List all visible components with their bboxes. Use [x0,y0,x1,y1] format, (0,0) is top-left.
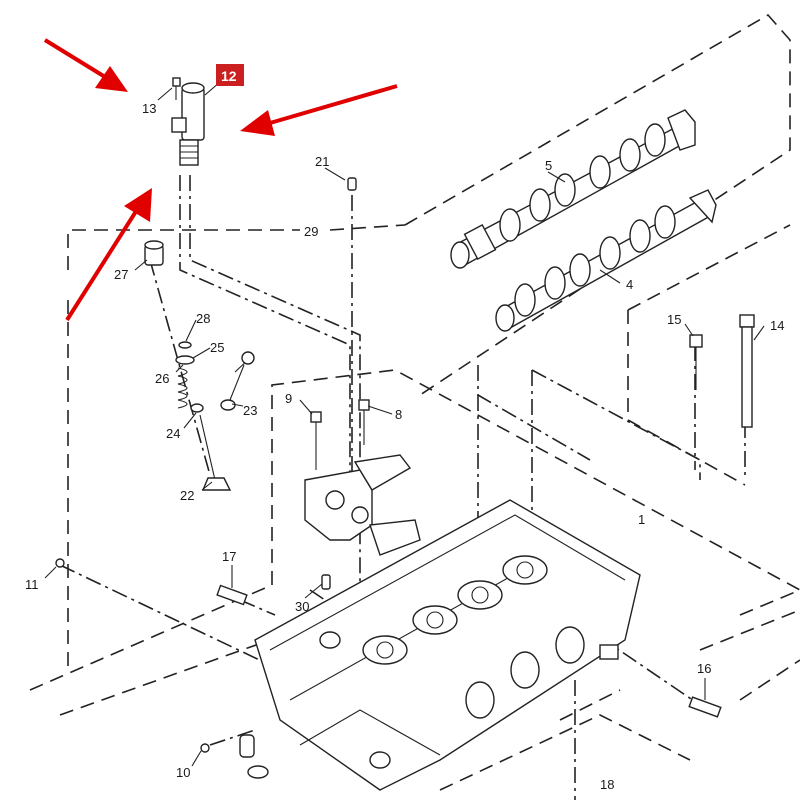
callout-28: 28 [196,311,210,326]
bracket [304,454,421,556]
callout-18: 18 [600,777,614,792]
valve-lifter-27 [144,240,164,266]
tube-seals [239,734,269,779]
callout-12: 12 [221,68,237,84]
callout-17: 17 [222,549,236,564]
callout-10: 10 [176,765,190,780]
bolt-9 [310,411,322,470]
camshaft-5 [450,109,696,269]
red-arrows [43,38,398,322]
callout-13: 13 [142,101,156,116]
outline-gasket-18 [439,689,691,791]
callout-11: 11 [25,577,39,592]
highlight-badge-12 [216,64,244,86]
keeper-28 [178,341,192,349]
callout-9: 9 [285,391,292,406]
bolt-8 [358,399,370,445]
callout-15: 15 [667,312,681,327]
valve-spring-25 [177,367,188,409]
callout-25: 25 [210,340,224,355]
callout-30: 30 [295,599,309,614]
callout-14: 14 [770,318,784,333]
oil-control-valve-12 [171,82,205,166]
camshaft-4 [495,189,717,332]
callout-labels: 12 13 5 4 21 29 27 28 25 26 24 23 22 9 8… [25,64,784,792]
callout-4: 4 [626,277,633,292]
valve-22 [199,414,232,491]
callout-22: 22 [180,488,194,503]
callout-24: 24 [166,426,180,441]
callout-27: 27 [114,267,128,282]
rocker-23 [220,351,255,411]
callout-16: 16 [697,661,711,676]
dashdot-leaders [59,175,746,800]
callout-29: 29 [304,224,318,239]
outline-head-group-29 [67,224,406,670]
valve-seal-24 [190,403,204,413]
callout-21: 21 [315,154,329,169]
callout-8: 8 [395,407,402,422]
outline-bolt-group [627,224,791,486]
callout-1: 1 [638,512,645,527]
plug-11 [55,558,65,568]
bolt-15 [689,334,703,390]
bolt-14 [739,314,755,428]
callout-leaders [44,81,765,767]
callout-26: 26 [155,371,169,386]
stud-16 [688,696,722,718]
retainer-26 [175,355,195,365]
stud-17 [216,584,248,606]
callout-5: 5 [545,158,552,173]
cylinder-head-1 [254,499,641,791]
callout-23: 23 [243,403,257,418]
outline-camshaft-group [404,13,791,396]
dowel-30 [321,574,331,590]
outline-cylinder-head-1 [29,369,800,716]
pin-21 [347,177,357,191]
bolt-13 [172,77,181,100]
plug-10 [200,743,210,753]
